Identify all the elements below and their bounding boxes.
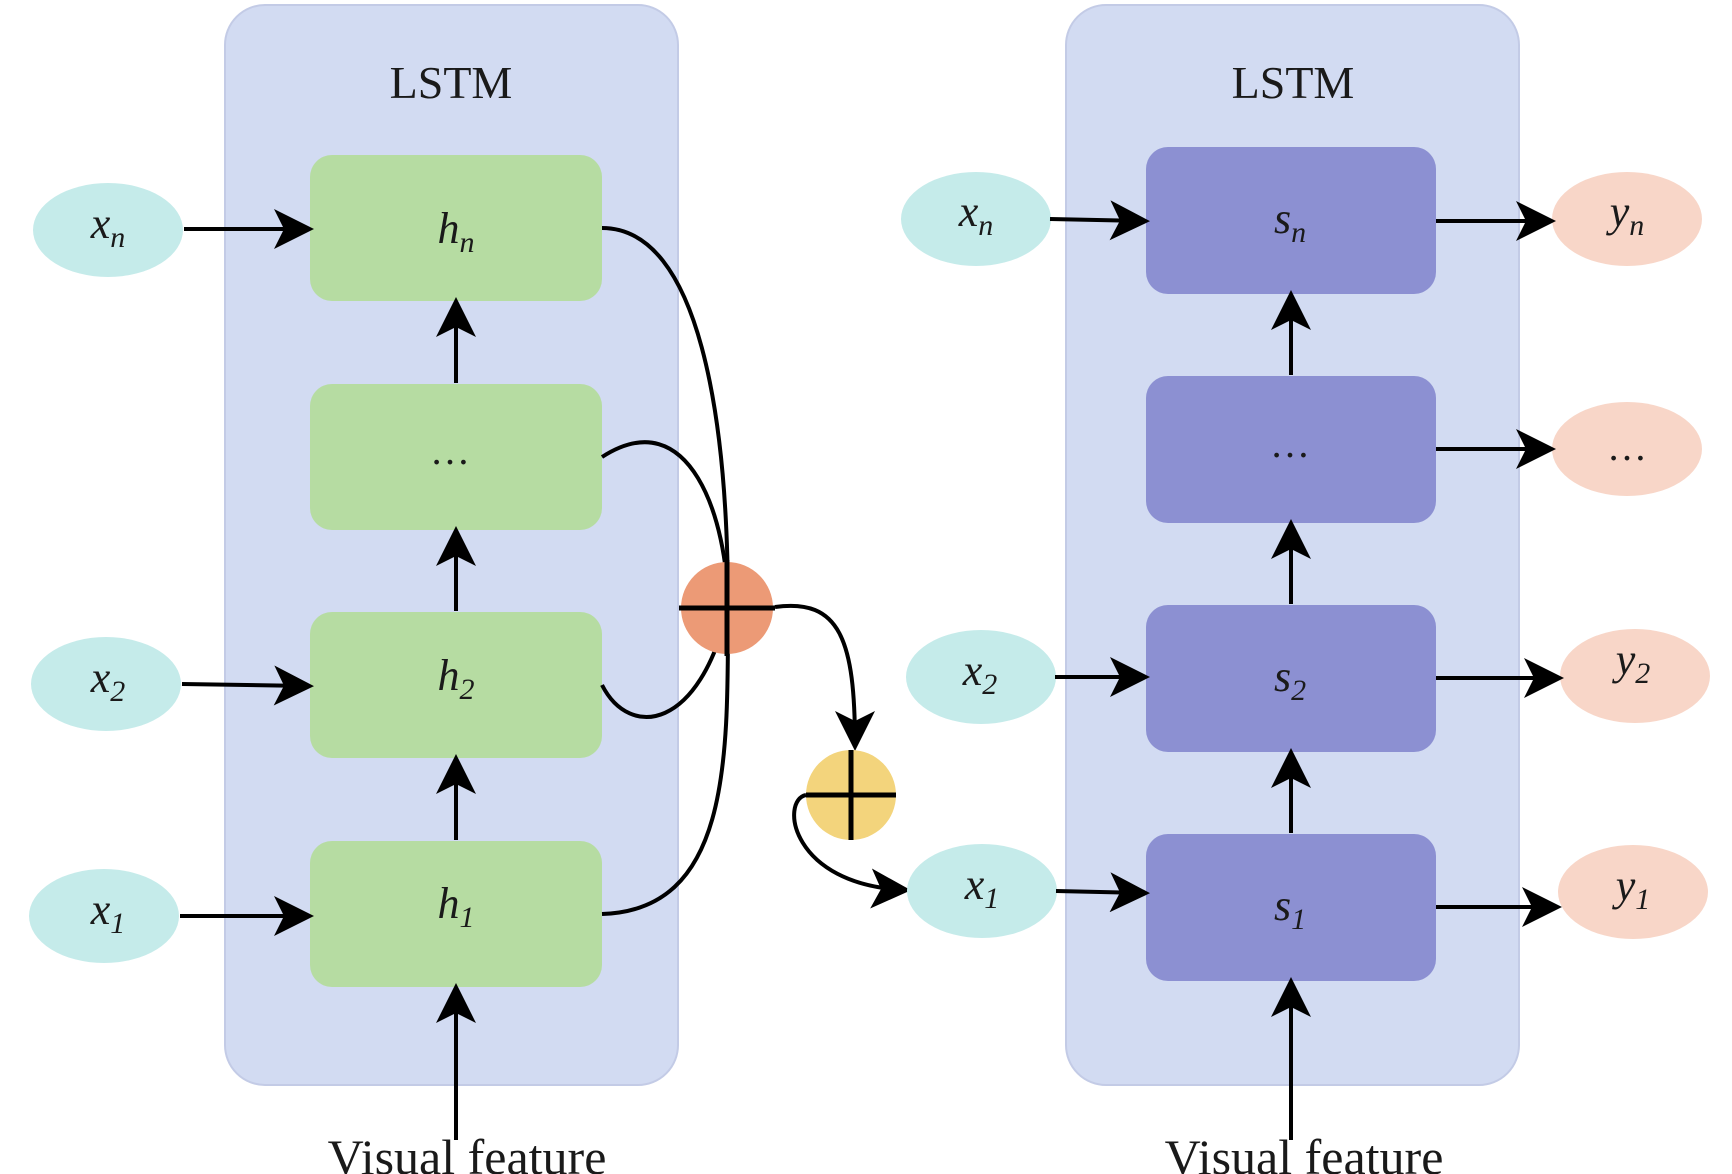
decoder-cell-ellipsis	[1146, 376, 1436, 523]
arrow-x1-to-s1	[1055, 872, 1150, 913]
encoder-title: LSTM	[390, 57, 513, 108]
encoder-arrows	[180, 209, 476, 1140]
encoder-cell-h2	[310, 612, 602, 758]
decoder-cell-sn	[1146, 147, 1436, 294]
encoder-input-x2-label: x2	[90, 653, 126, 708]
encoder-cell-hn-label: hn	[438, 204, 475, 259]
curve-h1-to-sum	[601, 607, 731, 916]
decoder-output-y2	[1560, 629, 1710, 723]
encoder-inputs: xn x2 x1	[29, 183, 183, 963]
encoder-input-x1	[29, 869, 179, 963]
arrow-xn-to-sn	[1049, 200, 1150, 241]
decoder-output-ellipsis	[1552, 402, 1702, 496]
decoder-input-x1-label: x1	[964, 860, 1000, 915]
encoder-cell-h2-label: h2	[438, 651, 475, 706]
decoder-output-y1-label: y1	[1612, 861, 1651, 916]
encoder-lstm-panel: LSTM hn … h2 h1	[224, 4, 679, 1086]
decoder-input-x2-label: x2	[962, 646, 998, 701]
decoder-cell-s1-label: s1	[1274, 881, 1306, 936]
encoder-input-x2	[31, 637, 181, 731]
encoder-input-xn	[33, 183, 183, 277]
decoder-cell-ellipsis-label: …	[1270, 421, 1310, 466]
encoder-caption: Visual feature	[328, 1129, 607, 1174]
decoder-output-y2-label: y2	[1612, 635, 1651, 690]
decoder-arrows	[1049, 200, 1564, 1140]
decoder-cell-s1	[1146, 834, 1436, 981]
decoder-inputs: xn x2 x1	[901, 172, 1057, 938]
curve-sum1-to-sum2	[774, 603, 875, 751]
curve-hn-to-sum	[601, 226, 730, 609]
decoder-input-x2	[906, 630, 1056, 724]
encoder-cell-h1	[310, 841, 602, 987]
decoder-cell-s2-label: s2	[1274, 652, 1306, 707]
encoder-input-xn-label: xn	[90, 199, 126, 254]
decoder-input-xn-label: xn	[958, 187, 994, 242]
decoder-output-y1	[1558, 845, 1708, 939]
decoder-input-x1	[907, 844, 1057, 938]
decoder-cell-s2	[1146, 605, 1436, 752]
decoder-outputs: yn … y2 y1	[1552, 172, 1710, 939]
decoder-input-xn	[901, 172, 1051, 266]
encoder-cell-ellipsis-label: …	[430, 428, 470, 473]
decoder-output-yn	[1552, 172, 1702, 266]
decoder-title: LSTM	[1232, 57, 1355, 108]
arrow-x2-to-h2	[181, 665, 314, 706]
decoder-cell-sn-label: sn	[1274, 194, 1306, 249]
sum-node-encoder-outputs	[679, 560, 775, 656]
decoder-output-yn-label: yn	[1606, 187, 1645, 242]
curve-sum2-to-decoder-x1	[792, 793, 911, 909]
encoder-cell-hn	[310, 155, 602, 301]
encoder-input-x1-label: x1	[90, 885, 126, 940]
encoder-cell-h1-label: h1	[438, 879, 475, 934]
encoder-cell-ellipsis	[310, 384, 602, 530]
sum-node-combine	[806, 750, 896, 840]
decoder-caption: Visual feature	[1165, 1129, 1444, 1174]
decoder-output-ellipsis-label: …	[1607, 424, 1647, 469]
